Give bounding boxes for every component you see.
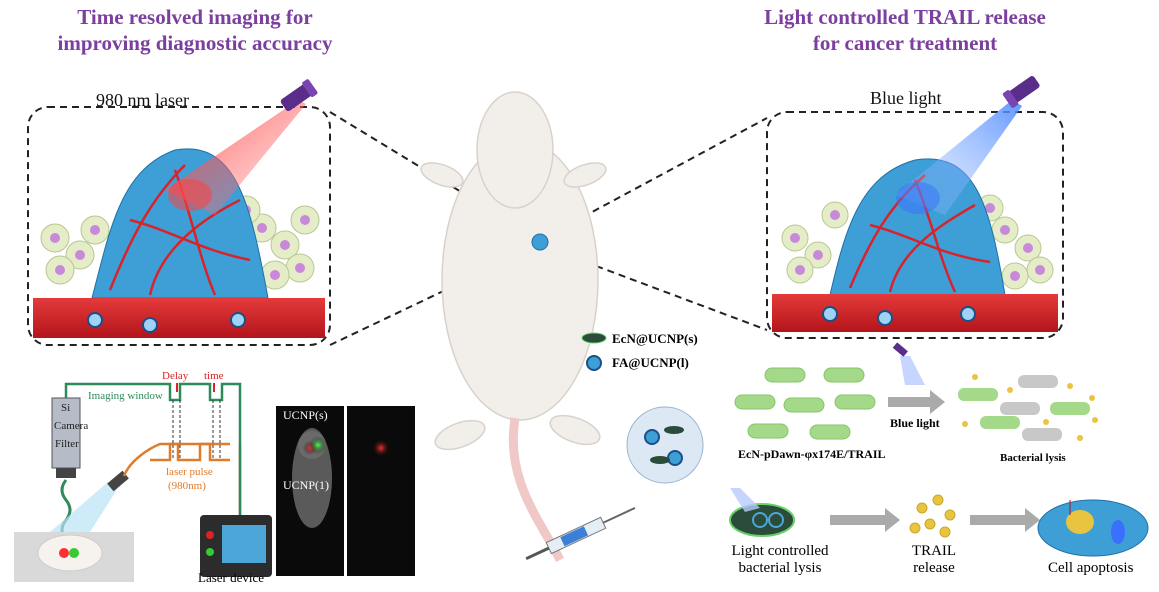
left-vessel-cells	[87, 312, 246, 333]
imaging-setup	[14, 382, 272, 582]
left-blood-vessel	[33, 298, 325, 338]
process-step2: TRAIL release	[904, 543, 964, 577]
left-title: Time resolved imaging for improving diag…	[40, 4, 350, 56]
laser-label: 980 nm laser	[96, 90, 189, 110]
mouse-tail	[508, 417, 565, 563]
strain-label: EcN-pDawn-φx174E/TRAIL	[738, 447, 886, 461]
left-tumor-vessels	[108, 164, 251, 296]
blue-light-label: Blue light	[870, 88, 942, 108]
left-panel-frame	[27, 106, 331, 346]
right-title-line1: Light controlled TRAIL release	[764, 5, 1046, 29]
si-label: Si	[61, 402, 71, 414]
right-hotspot	[896, 182, 940, 214]
right-title: Light controlled TRAIL release for cance…	[740, 4, 1070, 56]
ucnp-s-label: UCNP(s)	[283, 408, 328, 422]
syringe	[525, 507, 636, 561]
laser-device-label: Laser device	[198, 570, 265, 585]
process-step1-line1: Light controlled	[731, 543, 829, 559]
right-tumor-mass	[829, 158, 1006, 296]
cell-nuclei-right	[790, 203, 1045, 281]
left-hotspot	[168, 179, 212, 211]
legend-fa: FA@UCNP(l)	[612, 355, 689, 370]
process-step1-line2: bacterial lysis	[738, 560, 822, 576]
bacterial-lysis-label: Bacterial lysis	[1000, 452, 1066, 464]
process-row	[729, 488, 1149, 557]
lysed-bacteria	[958, 374, 1098, 441]
camera-label: Camera	[54, 420, 89, 432]
process-step2-line2: release	[913, 560, 955, 576]
legend-ecn: EcN@UCNP(s)	[612, 331, 698, 346]
mouse-illustration	[420, 91, 607, 451]
process-step1: Light controlled bacterial lysis	[725, 543, 835, 577]
right-title-line2: for cancer treatment	[812, 31, 998, 55]
time-label: time	[204, 370, 224, 382]
blue-light-arrow	[888, 342, 945, 414]
process-step2-line1: TRAIL	[911, 543, 957, 559]
blue-light-step-label: Blue light	[890, 416, 940, 430]
process-step3: Cell apoptosis	[1048, 560, 1134, 576]
bacteria-group	[734, 367, 876, 440]
left-laser-device	[280, 79, 318, 112]
mouse-tumor-site	[531, 233, 549, 251]
right-light-device	[1002, 76, 1040, 108]
delay-label: Delay	[162, 370, 189, 382]
nanoparticle-zoom-circle	[626, 406, 704, 484]
ucnp-l-label: UCNP(1)	[283, 478, 330, 492]
filter-label: Filter	[55, 438, 79, 450]
imaging-window-label: Imaging window	[88, 390, 163, 402]
left-title-line1: Time resolved imaging for	[77, 5, 313, 29]
right-blood-vessel	[772, 294, 1058, 332]
left-title-line2: improving diagnostic accuracy	[57, 31, 333, 55]
left-tumor-panel	[27, 79, 331, 346]
right-tumor-panel	[766, 76, 1064, 339]
laser-wavelength-label: (980nm)	[168, 480, 206, 492]
legend-icons	[581, 332, 607, 371]
fluorescence-images	[276, 406, 415, 576]
cell-nuclei-left	[50, 205, 310, 280]
laser-pulse-label: laser pulse	[166, 466, 213, 478]
right-vessel-cells	[822, 306, 976, 326]
